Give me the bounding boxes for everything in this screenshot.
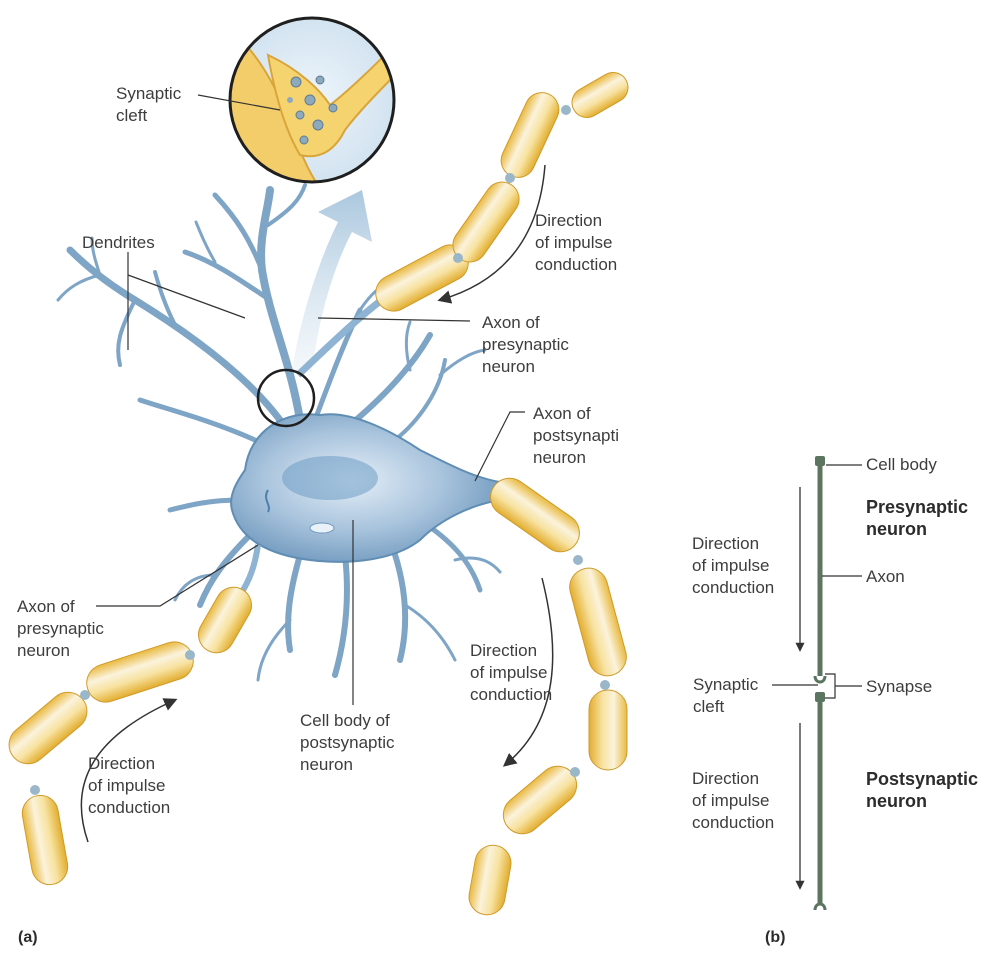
label-line: conduction	[692, 577, 774, 599]
label-line: Direction	[692, 768, 774, 790]
label-line: Direction	[88, 753, 170, 775]
label-line: presynaptic	[17, 618, 104, 640]
label-axon-presynaptic-top: Axon of presynaptic neuron	[482, 312, 569, 378]
label-synaptic-cleft-b: Synaptic cleft	[693, 674, 758, 718]
label-line: of impulse	[535, 232, 617, 254]
leader-lines-b	[772, 465, 862, 698]
label-direction-b-bottom: Direction of impulse conduction	[692, 768, 774, 834]
panel-label-a: (a)	[18, 927, 38, 949]
label-line: Axon of	[482, 312, 569, 334]
label-line: Synaptic	[116, 83, 181, 105]
label-line: neuron	[866, 790, 978, 812]
label-direction-b-top: Direction of impulse conduction	[692, 533, 774, 599]
label-line: presynaptic	[482, 334, 569, 356]
label-axon-presynaptic-left: Axon of presynaptic neuron	[17, 596, 104, 662]
label-line: Cell body of	[300, 710, 395, 732]
label-line: Direction	[470, 640, 552, 662]
label-line: Synaptic	[693, 674, 758, 696]
label-cell-body-postsynaptic: Cell body of postsynaptic neuron	[300, 710, 395, 776]
label-line: neuron	[300, 754, 395, 776]
label-line: of impulse	[692, 555, 774, 577]
label-direction-top: Direction of impulse conduction	[535, 210, 617, 276]
label-line: Presynaptic	[866, 496, 968, 518]
label-line: Direction	[692, 533, 774, 555]
label-line: conduction	[692, 812, 774, 834]
label-axon-postsynaptic: Axon of postsynapti neuron	[533, 403, 619, 469]
label-direction-left: Direction of impulse conduction	[88, 753, 170, 819]
postsynaptic-cell-body	[231, 414, 500, 562]
label-line: cleft	[116, 105, 181, 127]
label-line: postsynaptic	[300, 732, 395, 754]
label-line: Direction	[535, 210, 617, 232]
label-line: cleft	[693, 696, 758, 718]
schematic-neurons-b	[815, 456, 825, 910]
synapse-inset	[220, 18, 410, 200]
label-line: neuron	[533, 447, 619, 469]
label-synapse: Synapse	[866, 676, 932, 698]
label-line: Postsynaptic	[866, 768, 978, 790]
label-axon: Axon	[866, 566, 905, 588]
label-presynaptic-neuron: Presynaptic neuron	[866, 496, 968, 540]
label-line: neuron	[482, 356, 569, 378]
label-postsynaptic-neuron: Postsynaptic neuron	[866, 768, 978, 812]
label-line: Axon of	[533, 403, 619, 425]
label-line: Axon of	[17, 596, 104, 618]
label-line: of impulse	[692, 790, 774, 812]
label-line: neuron	[866, 518, 968, 540]
label-line: conduction	[88, 797, 170, 819]
label-line: conduction	[470, 684, 552, 706]
label-cell-body: Cell body	[866, 454, 937, 476]
label-line: conduction	[535, 254, 617, 276]
label-line: of impulse	[88, 775, 170, 797]
panel-label-b: (b)	[765, 927, 785, 949]
leader-lines-a	[96, 95, 525, 705]
label-dendrites: Dendrites	[82, 232, 155, 254]
label-line: postsynapti	[533, 425, 619, 447]
label-synaptic-cleft: Synaptic cleft	[116, 83, 181, 127]
label-line: of impulse	[470, 662, 552, 684]
label-direction-right: Direction of impulse conduction	[470, 640, 552, 706]
label-line: neuron	[17, 640, 104, 662]
